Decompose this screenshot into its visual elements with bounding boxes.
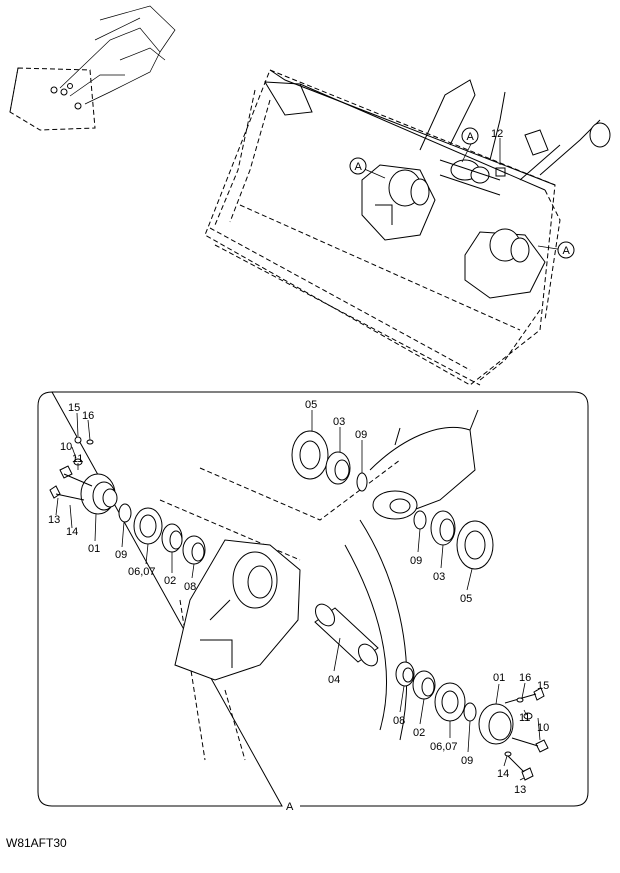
callout-circle: [349, 157, 367, 175]
part-label: 03: [433, 571, 445, 583]
part-label: 15: [68, 402, 80, 414]
part-label: 13: [48, 514, 60, 526]
part-label: 14: [66, 526, 78, 538]
part-label: 03: [333, 416, 345, 428]
part-label: 06,07: [430, 741, 458, 753]
part-label: 06,07: [128, 566, 156, 578]
callout-marker-3: A: [563, 245, 571, 257]
part-label: 09: [115, 549, 127, 561]
part-label: 16: [82, 410, 94, 422]
part-label: 11: [72, 453, 83, 465]
machine-thumbnail: [9, 5, 176, 131]
part-label: 08: [184, 581, 196, 593]
part-label: 11: [519, 712, 530, 724]
part-label: 01: [493, 672, 505, 684]
right-parts-09-03-05: [413, 510, 494, 570]
part-label: 14: [497, 768, 509, 780]
detail-view-label: A: [286, 801, 294, 813]
part-label: 09: [355, 429, 367, 441]
part-label: 04: [328, 674, 340, 686]
callout-marker-1: A: [355, 161, 363, 173]
part-label: 05: [305, 399, 317, 411]
part-label: 12: [491, 128, 503, 140]
part-label: 02: [164, 575, 176, 587]
bucket-overview: [204, 69, 611, 386]
part-label: 15: [537, 680, 549, 692]
callout-marker-2: A: [467, 131, 475, 143]
callout-markers: A A A: [349, 127, 575, 259]
part-label: 02: [413, 727, 425, 739]
left-hub-assembly: [49, 436, 206, 565]
part-label: 10: [60, 441, 72, 453]
detail-background: [159, 409, 479, 761]
part-label: 09: [410, 555, 422, 567]
part-label: 08: [393, 715, 405, 727]
detail-bracket: [174, 490, 418, 681]
part-label: 10: [537, 722, 549, 734]
part-label: 01: [88, 543, 100, 555]
right-hub-assembly: [395, 661, 549, 781]
part-label: 09: [461, 755, 473, 767]
callout-circle: [557, 241, 575, 259]
drawing-code: W81AFT30: [6, 836, 67, 850]
leader-lines: [55, 410, 541, 781]
top-parts-05-03-09: [291, 430, 368, 492]
callout-circle: [461, 127, 479, 145]
part-labels: 15 16 10 11 13 14 01 09 06,07 02 08 05 0…: [48, 128, 549, 796]
detail-view-frame: [37, 391, 589, 807]
part-label: 05: [460, 593, 472, 605]
shaft-04: [314, 603, 379, 667]
part-label: 13: [514, 784, 526, 796]
part-label: 16: [519, 672, 531, 684]
